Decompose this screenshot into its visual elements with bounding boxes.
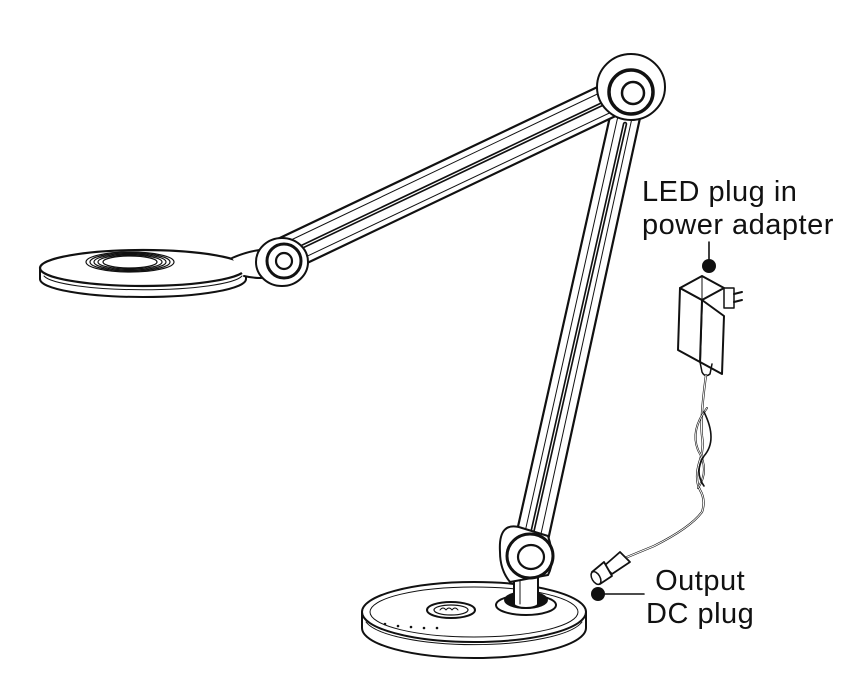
power-adapter-label-line2: power adapter — [642, 209, 834, 241]
upper-arm — [263, 80, 626, 277]
dc-plug-label-line1: Output — [655, 565, 746, 597]
lamp-head — [38, 248, 285, 298]
power-adapter-label: LED plug in power adapter — [642, 176, 834, 242]
base-joint — [498, 525, 555, 583]
top-joint — [596, 53, 666, 121]
adapter-leader — [702, 241, 716, 273]
charging-pad-icon — [426, 601, 476, 619]
dc-plug-label-line2: DC plug — [646, 598, 755, 630]
lower-arm — [513, 110, 642, 547]
power-adapter — [618, 275, 743, 562]
dc-plug-leader — [591, 587, 645, 601]
dc-plug-label: Output DC plug — [646, 565, 754, 631]
dc-plug — [590, 551, 631, 586]
head-joint — [255, 237, 309, 287]
lamp-base — [361, 571, 587, 659]
touch-buttons — [383, 622, 439, 630]
power-adapter-label-line1: LED plug in — [642, 176, 798, 208]
